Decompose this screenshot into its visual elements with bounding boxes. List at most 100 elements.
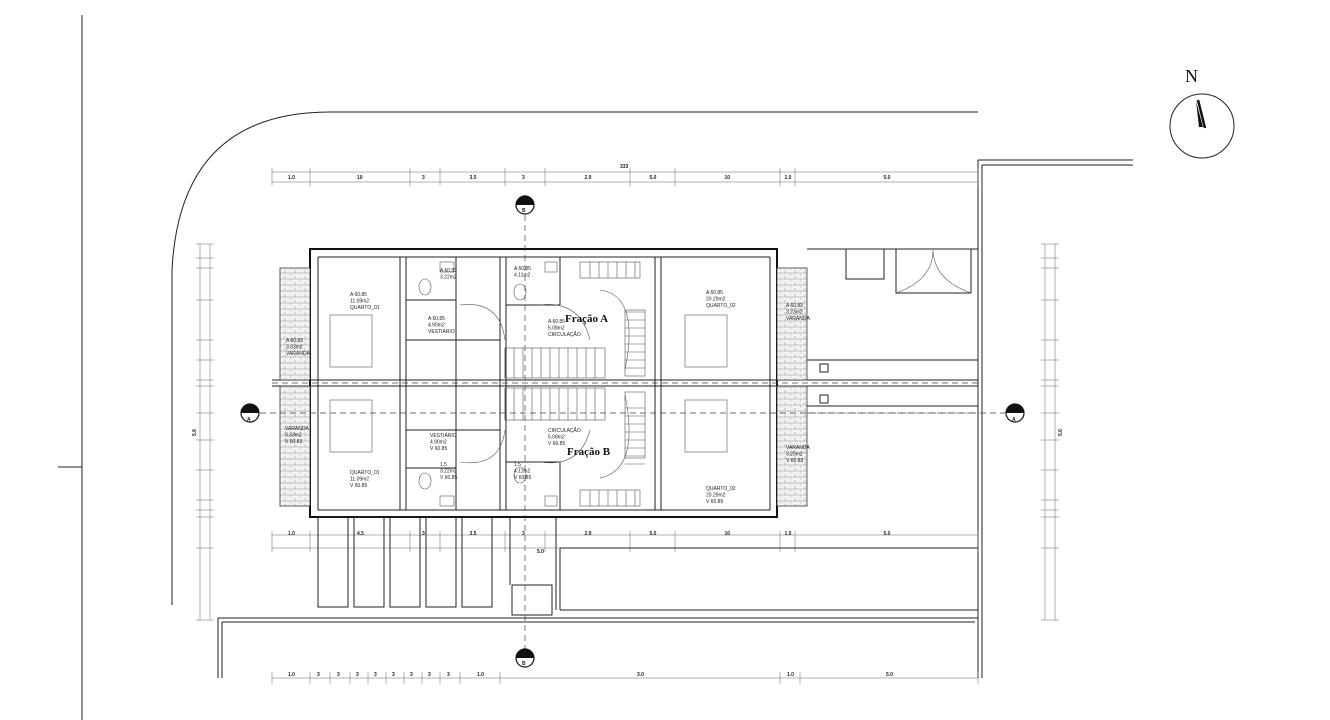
dim-bottom-label: 10 (725, 531, 731, 537)
room-label: 5.08m2 (548, 435, 565, 441)
room-label: V 60.85 (548, 441, 565, 447)
dim-bottom-label: 5.0 (650, 531, 657, 537)
site-boundary-bottom (217, 617, 978, 678)
dim-right-overall: 5.6 (1058, 429, 1064, 436)
room-label: 3.22m2 (440, 469, 457, 475)
room-label: CIRCULAÇÃO (548, 331, 581, 338)
room-label: V 60.85 (430, 446, 447, 452)
dim-top-label: 3.5 (470, 175, 477, 181)
room-label: A 60.85 (706, 290, 723, 296)
dim-bottom-label: 4.5 (357, 531, 364, 537)
dim-top-label: 3 (522, 175, 525, 181)
dim-bottom-label: 3.5 (470, 531, 477, 537)
room-label: 3.22m2 (440, 275, 457, 281)
room-label: QUARTO_02 (706, 486, 736, 492)
room-label: 4.11m2 (514, 469, 531, 475)
room-label: QUARTO_01 (350, 305, 380, 311)
dim-top-label: 10 (725, 175, 731, 181)
dim-base-label: 3 (317, 672, 320, 678)
room-label: A 60.83 (286, 338, 303, 344)
room-label: VARANDA (285, 426, 309, 432)
room-label: A 60.85 (514, 266, 531, 272)
room-label: V 60.83 (285, 439, 302, 445)
section-marker-bottom: B (515, 648, 535, 668)
room-label: 5.08m2 (548, 326, 565, 332)
dim-top-label: 1.0 (785, 175, 792, 181)
room-label: V 60.85 (514, 475, 531, 481)
room-label: QUARTO_02 (706, 303, 736, 309)
building-outline (272, 248, 978, 518)
dim-base-label: 3 (447, 672, 450, 678)
section-marker-bottom-label: B (522, 661, 526, 667)
dim-top-label: 5.0 (650, 175, 657, 181)
room-label: 3.33m2 (286, 345, 303, 351)
room-label: 1.5 (514, 462, 521, 468)
dim-base-label: 3 (410, 672, 413, 678)
dim-base-label: 3 (337, 672, 340, 678)
section-marker-top: B (515, 195, 535, 215)
north-label: N (1185, 66, 1198, 86)
annex (559, 248, 978, 611)
dim-base-label: 1.0 (787, 672, 794, 678)
room-label: QUARTO_01 (350, 470, 380, 476)
section-marker-top-label: B (522, 208, 526, 214)
dim-left-overall: 5.6 (192, 429, 198, 436)
room-label: V 60.85 (706, 499, 723, 505)
dim-base-label: 3 (374, 672, 377, 678)
staircase (504, 261, 646, 507)
section-marker-right: A (1005, 403, 1025, 423)
dim-bottom-label: 3 (422, 531, 425, 537)
dim-bottom-label: 5.0 (884, 531, 891, 537)
dim-base-label: 3.0 (637, 672, 644, 678)
fraction-b-label: Fração B (567, 446, 611, 458)
veranda-a-left (279, 267, 311, 381)
dim-base-label: 3 (392, 672, 395, 678)
room-label: 11.09m2 (350, 299, 369, 305)
section-marker-left: A (240, 403, 260, 423)
section-marker-left-label: A (247, 417, 251, 423)
room-label: VARANDA (786, 445, 810, 451)
room-label: VARANDA (786, 316, 810, 322)
room-label: 3.33m2 (285, 433, 302, 439)
room-label: 1.5 (440, 462, 447, 468)
room-label: VESTIÁRIO (430, 432, 457, 439)
room-label: A 60.83 (786, 303, 803, 309)
site-boundary-right (977, 159, 1133, 678)
room-label: VARANDA (286, 351, 310, 357)
room-label: A 60.85 (548, 319, 565, 325)
site-boundary (171, 111, 978, 605)
dim-overall-top: 333 (620, 164, 629, 170)
dim-bottom-label: 2.9 (585, 531, 592, 537)
side-dimensions: 5.6 5.6 (192, 243, 1064, 621)
dim-bottom-label: 3 (522, 531, 525, 537)
section-marker-right-label: A (1012, 417, 1016, 423)
dim-top-label: 5.0 (884, 175, 891, 181)
room-label: 4.11m2 (514, 273, 531, 279)
room-label: CIRCULAÇÃO (548, 427, 581, 434)
fraction-a-label: Fração A (565, 313, 608, 325)
room-label: 3.23m2 (786, 310, 803, 316)
room-label: VESTIÁRIO (428, 328, 455, 335)
room-label: A 60.85 (350, 292, 367, 298)
dim-bottom-label: 1.0 (785, 531, 792, 537)
dim-bottom-overall: 5.0 (537, 549, 544, 555)
veranda-b-right (776, 385, 808, 507)
room-label: V 60.85 (350, 483, 367, 489)
room-label: V 60.85 (440, 475, 457, 481)
veranda-a-right (776, 267, 808, 381)
furniture (329, 261, 728, 507)
room-label: 20.29m2 (706, 493, 726, 499)
dim-base-label: 3 (356, 672, 359, 678)
dim-top-label: 3 (422, 175, 425, 181)
parking-bays (317, 516, 557, 616)
dim-bottom-label: 1.0 (288, 531, 295, 537)
room-label: 4.90m2 (430, 440, 447, 446)
room-label: 11.09m2 (350, 477, 369, 483)
room-label: 3.25m2 (786, 452, 803, 458)
room-label: 20.29m2 (706, 297, 726, 303)
veranda-b-left (279, 385, 311, 507)
room-label: A 60.85 (428, 316, 445, 322)
